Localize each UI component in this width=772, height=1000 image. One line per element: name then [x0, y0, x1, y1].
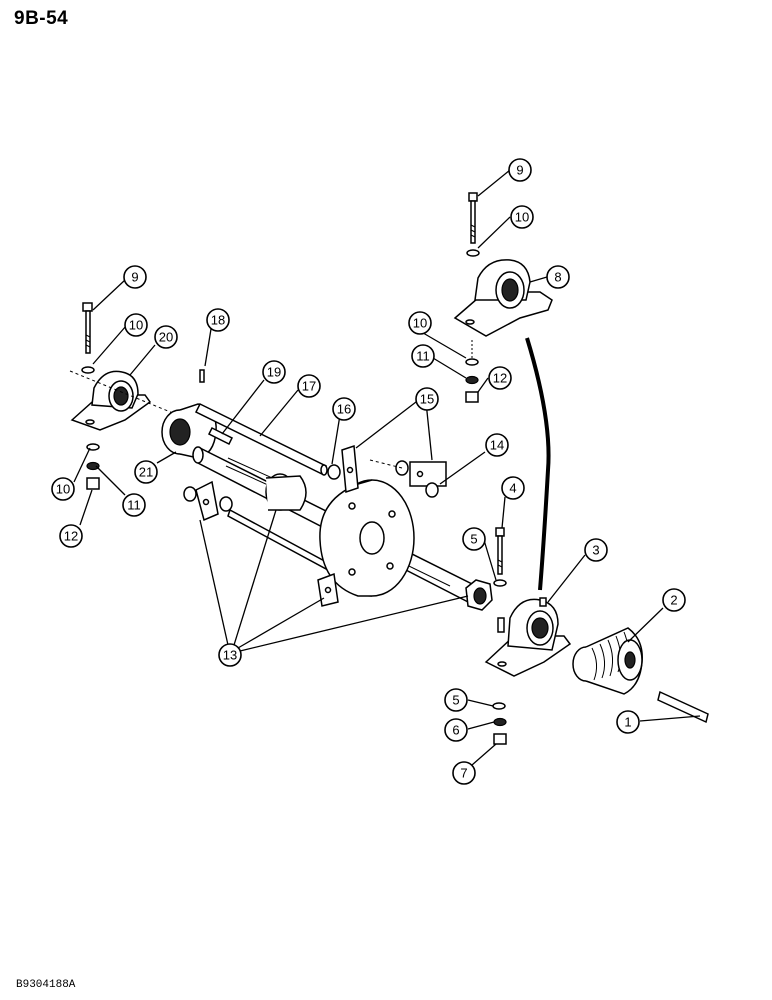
callout-1: 1 — [616, 710, 640, 734]
callout-10-left-lower: 10 — [51, 477, 75, 501]
svg-text:7: 7 — [460, 766, 467, 781]
svg-text:16: 16 — [337, 402, 351, 417]
callout-14: 14 — [485, 433, 509, 457]
callout-9-upper-right: 9 — [508, 158, 532, 182]
svg-text:14: 14 — [490, 438, 504, 453]
svg-text:3: 3 — [592, 543, 599, 558]
callout-10-upper-right: 10 — [510, 205, 534, 229]
svg-text:10: 10 — [515, 210, 529, 225]
callout-9-left: 9 — [123, 265, 147, 289]
callout-16: 16 — [332, 397, 356, 421]
compression-spring — [572, 627, 643, 695]
callout-5-upper: 5 — [462, 527, 486, 551]
svg-text:5: 5 — [470, 532, 477, 547]
roll-pin-18 — [199, 369, 205, 383]
svg-text:20: 20 — [159, 330, 173, 345]
callout-11-right: 11 — [411, 344, 435, 368]
rod-17 — [194, 402, 328, 476]
page-number: 9B-54 — [14, 8, 69, 29]
callout-5-lower: 5 — [444, 688, 468, 712]
shaft-nut — [465, 579, 493, 611]
callout-17: 17 — [297, 374, 321, 398]
svg-text:18: 18 — [211, 313, 225, 328]
callout-13: 13 — [218, 643, 242, 667]
callout-18: 18 — [206, 308, 230, 332]
callout-10-left-upper: 10 — [124, 313, 148, 337]
callout-12-left: 12 — [59, 524, 83, 548]
rod-1 — [657, 690, 709, 724]
svg-text:4: 4 — [509, 481, 516, 496]
rod-19 — [207, 426, 234, 446]
spacers — [183, 459, 439, 512]
svg-text:5: 5 — [452, 693, 459, 708]
pillow-block-lower-right — [484, 527, 572, 745]
callout-21: 21 — [134, 460, 158, 484]
svg-text:19: 19 — [267, 365, 281, 380]
callout-11-left: 11 — [122, 493, 146, 517]
svg-text:10: 10 — [129, 318, 143, 333]
svg-text:2: 2 — [670, 593, 677, 608]
callout-6: 6 — [444, 718, 468, 742]
svg-text:10: 10 — [413, 316, 427, 331]
svg-text:13: 13 — [223, 648, 237, 663]
svg-text:10: 10 — [56, 482, 70, 497]
svg-text:17: 17 — [302, 379, 316, 394]
svg-text:8: 8 — [554, 270, 561, 285]
spring-plates — [195, 444, 447, 607]
leader-lines — [73, 169, 701, 766]
svg-text:21: 21 — [139, 465, 153, 480]
callout-20: 20 — [154, 325, 178, 349]
callout-2: 2 — [662, 588, 686, 612]
callout-7: 7 — [452, 761, 476, 785]
pillow-block-left — [69, 302, 191, 490]
pillow-block-upper-right — [453, 192, 553, 403]
svg-text:1: 1 — [624, 715, 631, 730]
svg-text:11: 11 — [127, 498, 141, 513]
callout-19: 19 — [262, 360, 286, 384]
svg-text:6: 6 — [452, 723, 459, 738]
callout-12-right: 12 — [488, 366, 512, 390]
svg-text:9: 9 — [131, 270, 138, 285]
callout-3: 3 — [584, 538, 608, 562]
callout-10-right-mid: 10 — [408, 311, 432, 335]
svg-text:15: 15 — [420, 392, 434, 407]
figure-code: B9304188A — [16, 979, 76, 991]
svg-text:12: 12 — [64, 529, 78, 544]
flange-disk — [319, 479, 415, 597]
svg-text:12: 12 — [493, 371, 507, 386]
drive-belt — [525, 337, 551, 591]
callout-15: 15 — [415, 387, 439, 411]
callout-8: 8 — [546, 265, 570, 289]
callout-4: 4 — [501, 476, 525, 500]
svg-text:9: 9 — [516, 163, 523, 178]
svg-text:11: 11 — [416, 349, 430, 364]
